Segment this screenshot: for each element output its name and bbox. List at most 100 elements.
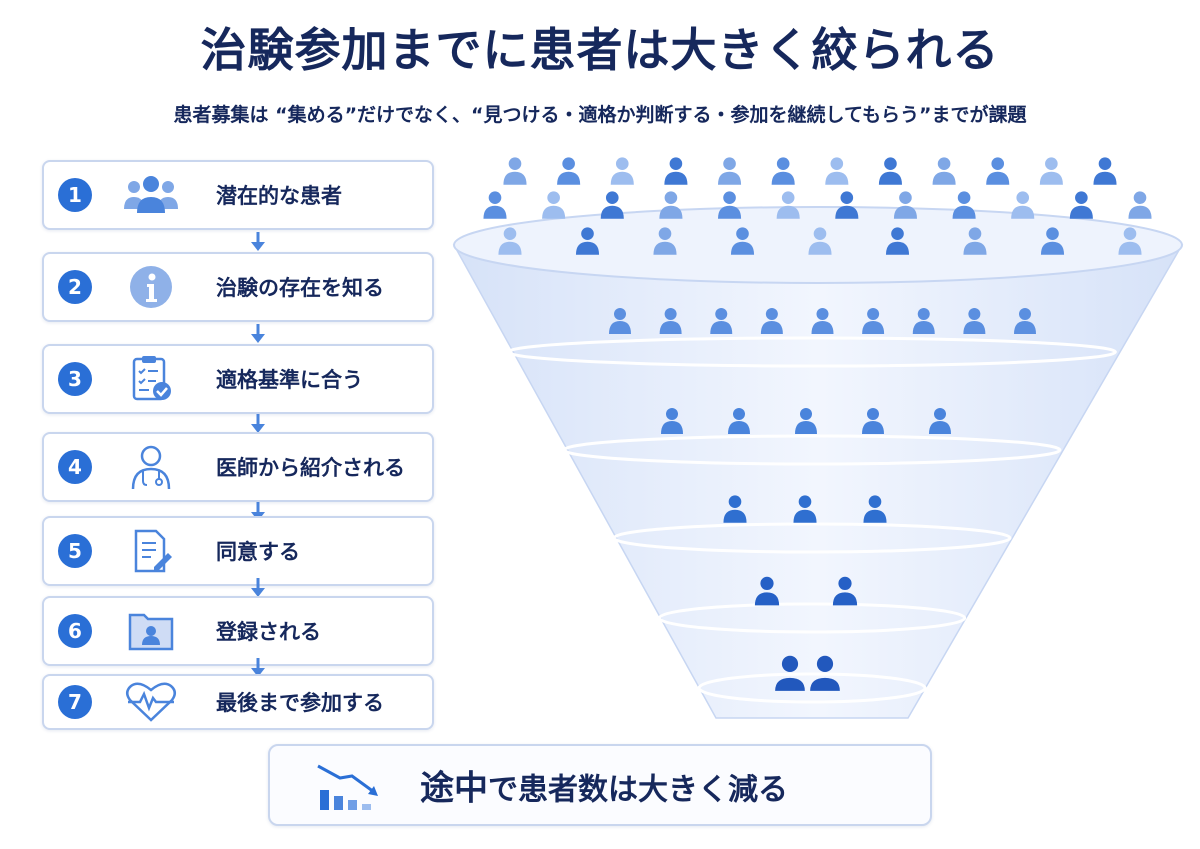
person-icon [963, 308, 986, 334]
person-icon [710, 308, 733, 334]
page-title: 治験参加までに患者は大きく絞られる [200, 23, 1000, 77]
conclusion-rest: で患者数は大きく減る [488, 772, 788, 808]
step-label: 治験の存在を知る [216, 276, 384, 300]
person-icon [717, 191, 742, 219]
info-icon [118, 263, 184, 311]
person-icon [825, 157, 849, 185]
person-icon [1040, 227, 1065, 255]
funnel-tier-divider [562, 434, 1062, 466]
person-icon [717, 157, 742, 185]
person-icon [498, 227, 522, 255]
person-icon [483, 191, 507, 219]
person-icon [1011, 191, 1035, 219]
step-number: 4 [58, 450, 92, 484]
person-icon [1039, 157, 1063, 185]
person-icon [893, 191, 918, 219]
person-icon [659, 191, 683, 219]
step-6: 6 登録される [42, 596, 434, 666]
declining-bar-chart-icon [314, 760, 384, 812]
person-icon [503, 157, 527, 185]
person-icon [1093, 157, 1117, 185]
down-arrow-icon [251, 324, 265, 343]
person-icon [862, 308, 885, 334]
person-icon [1014, 308, 1036, 334]
step-number: 6 [58, 614, 92, 648]
person-icon [810, 655, 840, 691]
step-7: 7 最後まで参加する [42, 674, 434, 730]
person-icon [832, 576, 858, 606]
person-icon [795, 408, 817, 434]
down-arrow-icon [251, 232, 265, 251]
step-label: 潜在的な患者 [216, 184, 342, 208]
person-icon [929, 408, 951, 434]
down-arrow-icon [251, 414, 265, 433]
heart-pulse-icon [118, 678, 184, 726]
person-icon [1118, 227, 1142, 255]
step-3: 3 適格基準に合う [42, 344, 434, 414]
person-icon [835, 191, 859, 219]
person-icon [760, 308, 783, 334]
down-arrow-icon [251, 578, 265, 597]
funnel-diagram [452, 157, 1184, 719]
person-icon [659, 308, 682, 334]
person-icon [986, 157, 1010, 185]
person-icon [932, 157, 956, 185]
funnel-bands [507, 336, 1117, 704]
step-number: 7 [58, 685, 92, 719]
person-icon [863, 495, 887, 523]
step-label: 同意する [216, 540, 300, 564]
person-icon [557, 157, 581, 185]
conclusion-text: 途中で患者数は大きく減る [420, 761, 788, 810]
step-1: 1 潜在的な患者 [42, 160, 434, 230]
person-icon [542, 191, 566, 219]
step-label: 最後まで参加する [216, 691, 384, 715]
person-icon [728, 408, 750, 434]
person-icon [723, 495, 747, 523]
funnel-tier-divider [657, 602, 967, 634]
doctor-icon [118, 443, 184, 491]
person-icon [885, 227, 910, 255]
step-label: 適格基準に合う [216, 368, 363, 392]
funnel-people [483, 157, 1152, 691]
people-group-icon [118, 171, 184, 219]
funnel-tier-divider [507, 336, 1117, 368]
folder-person-icon [118, 607, 184, 655]
person-icon [754, 576, 780, 606]
person-icon [808, 227, 832, 255]
step-5: 5 同意する [42, 516, 434, 586]
conclusion-emphasis: 途中 [420, 768, 488, 809]
person-icon [878, 157, 903, 185]
down-arrow-icon [251, 658, 265, 677]
document-sign-icon [118, 527, 184, 575]
step-4: 4 医師から紹介される [42, 432, 434, 502]
page-subtitle: 患者募集は “集める”だけでなく、“見つける・適格か判断する・参加を継続してもら… [173, 104, 1027, 126]
step-number: 1 [58, 178, 92, 212]
step-label: 登録される [216, 620, 321, 644]
step-2: 2 治験の存在を知る [42, 252, 434, 322]
clipboard-check-icon [118, 355, 184, 403]
person-icon [575, 227, 600, 255]
step-number: 3 [58, 362, 92, 396]
step-number: 2 [58, 270, 92, 304]
funnel-tier-divider [697, 672, 927, 704]
person-icon [775, 655, 805, 691]
person-icon [776, 191, 800, 219]
person-icon [771, 157, 795, 185]
person-icon [1069, 191, 1093, 219]
person-icon [811, 308, 834, 334]
person-icon [653, 227, 677, 255]
step-label: 医師から紹介される [216, 456, 405, 480]
person-icon [793, 495, 817, 523]
person-icon [609, 308, 631, 334]
person-icon [1128, 191, 1152, 219]
funnel-tier-divider [612, 522, 1012, 554]
person-icon [862, 408, 884, 434]
conclusion-box: 途中で患者数は大きく減る [268, 744, 932, 826]
person-icon [730, 227, 755, 255]
person-icon [912, 308, 935, 334]
person-icon [952, 191, 976, 219]
person-icon [664, 157, 688, 185]
person-icon [963, 227, 987, 255]
person-icon [600, 191, 624, 219]
person-icon [661, 408, 683, 434]
